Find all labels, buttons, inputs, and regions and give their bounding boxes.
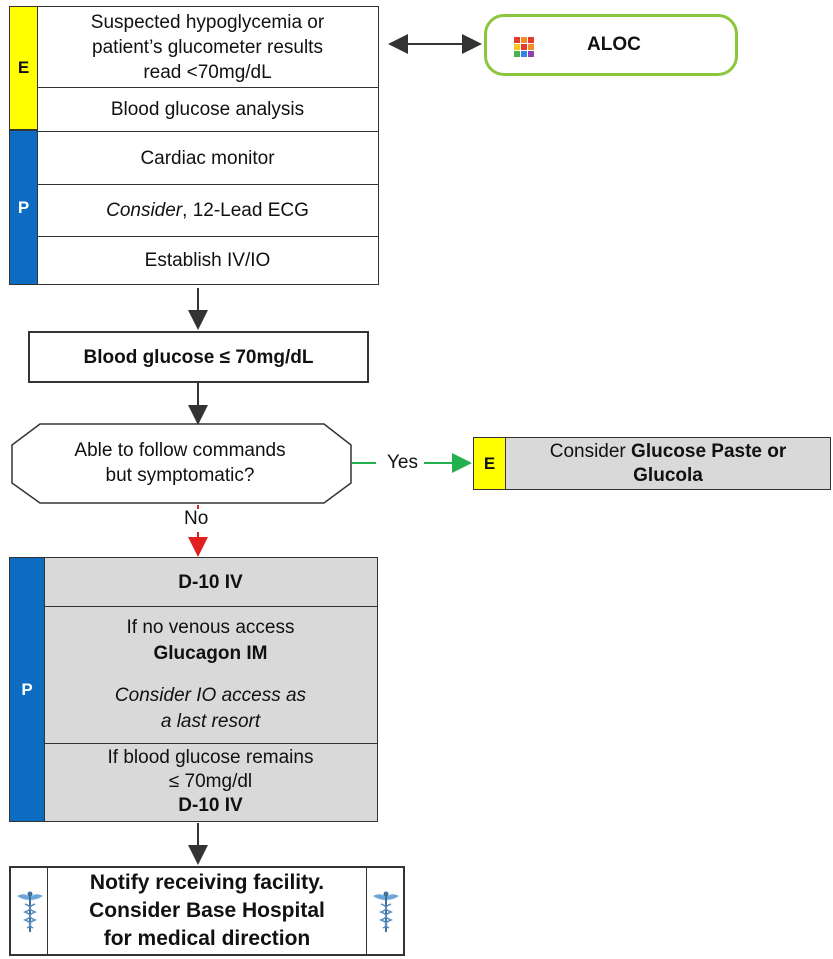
p-tab: P (9, 130, 38, 285)
aloc-link[interactable]: ALOC (484, 14, 738, 76)
aloc-label: ALOC (587, 34, 641, 55)
repeat-d10-cell: If blood glucose remains ≤ 70mg/dl D-10 … (107, 747, 314, 816)
d10-iv-cell: D-10 IV (178, 571, 243, 593)
yes-label: Yes (387, 452, 418, 473)
grid-icon (514, 37, 534, 57)
blood-glucose-threshold-box: Blood glucose ≤ 70mg/dL (28, 331, 369, 383)
e-tab: E (9, 6, 38, 130)
notify-box: Notify receiving facility. Consider Base… (9, 866, 405, 956)
no-label: No (184, 508, 209, 529)
decision-octagon (11, 423, 352, 504)
yes-e-tab: E (473, 437, 506, 490)
caduceus-icon (15, 890, 45, 934)
blood-glucose-analysis-cell: Blood glucose analysis (110, 99, 305, 120)
top-steps-box: Suspected hypoglycemia or patient’s gluc… (37, 6, 379, 285)
glucose-paste-box: Consider Glucose Paste or Glucola (505, 437, 831, 490)
twelve-lead-ecg-cell: Consider, 12-Lead ECG (106, 200, 309, 221)
bottom-p-tab: P (9, 557, 45, 822)
cardiac-monitor-cell: Cardiac monitor (140, 147, 275, 169)
caduceus-icon (371, 890, 401, 934)
bottom-steps-box: D-10 IV If no venous access Glucagon IM … (44, 557, 378, 822)
suspected-hypoglycemia-cell: Suspected hypoglycemia or patient’s gluc… (90, 11, 325, 83)
establish-iv-io-cell: Establish IV/IO (144, 249, 271, 271)
notify-text: Notify receiving facility. Consider Base… (89, 871, 325, 950)
glucagon-cell: If no venous access Glucagon IM Consider… (114, 617, 307, 732)
decision-text: Able to follow commands but symptomatic? (74, 440, 286, 486)
